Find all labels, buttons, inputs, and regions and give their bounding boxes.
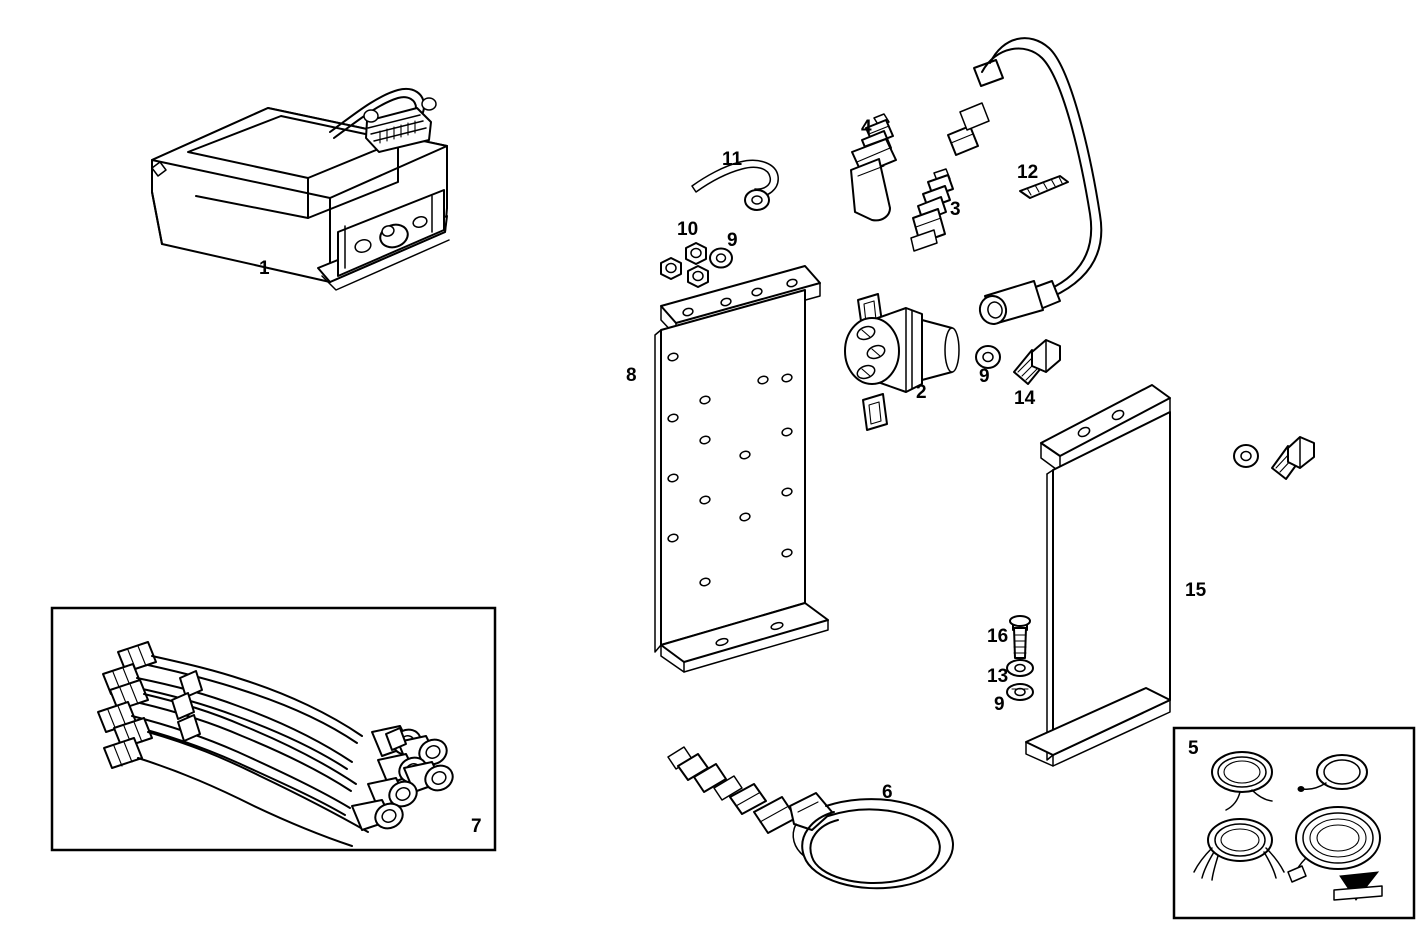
callout-label-2: 2 (916, 382, 927, 403)
part-12-retaining-clip (1019, 175, 1069, 199)
hardware-bolt-unlabeled (1271, 436, 1315, 480)
callout-label-9b: 9 (979, 366, 990, 387)
callout-label-9a: 9 (727, 230, 738, 251)
callout-label-5: 5 (1188, 738, 1199, 759)
callout-label-13: 13 (987, 666, 1009, 687)
hardware-washer-unlabeled (1233, 444, 1259, 468)
part-3-plug-connector (910, 168, 954, 252)
callout-label-10: 10 (677, 219, 699, 240)
callout-label-4: 4 (861, 117, 872, 138)
part-16-shield-bolt (1009, 615, 1031, 659)
part-11-ground-strap (691, 159, 779, 211)
callout-label-6: 6 (882, 782, 893, 803)
callout-label-9c: 9 (994, 694, 1005, 715)
ht-lead-curve (947, 37, 1103, 325)
part-10-nuts-and-9-washers (660, 242, 733, 288)
callout-label-8: 8 (626, 365, 637, 386)
callout-label-7: 7 (471, 816, 482, 837)
part-5-harness-set (1193, 751, 1383, 901)
part-9-lock-washer (1006, 683, 1034, 701)
part-8-mounting-plate (654, 265, 829, 673)
part-9-washer-coil (975, 345, 1001, 369)
callout-label-3: 3 (950, 199, 961, 220)
part-13-flat-washer (1006, 659, 1034, 677)
callout-label-12: 12 (1017, 162, 1039, 183)
part-1-control-unit (151, 88, 450, 291)
plug-boot-cluster (351, 725, 454, 831)
part-4-spark-plug (850, 113, 897, 222)
callout-label-1: 1 (259, 258, 270, 279)
part-14-hex-bolt (1013, 339, 1061, 385)
part-7-plug-wire-set (97, 641, 454, 847)
part-2-ignition-coil (844, 293, 960, 431)
callout-label-14: 14 (1014, 388, 1036, 409)
callout-label-11: 11 (722, 149, 743, 170)
part-15-heat-shield (1025, 384, 1171, 767)
part-6-coiled-ht-lead (667, 746, 954, 890)
connector-plug (363, 97, 437, 153)
callout-label-15: 15 (1185, 580, 1207, 601)
callout-label-16: 16 (987, 626, 1009, 647)
